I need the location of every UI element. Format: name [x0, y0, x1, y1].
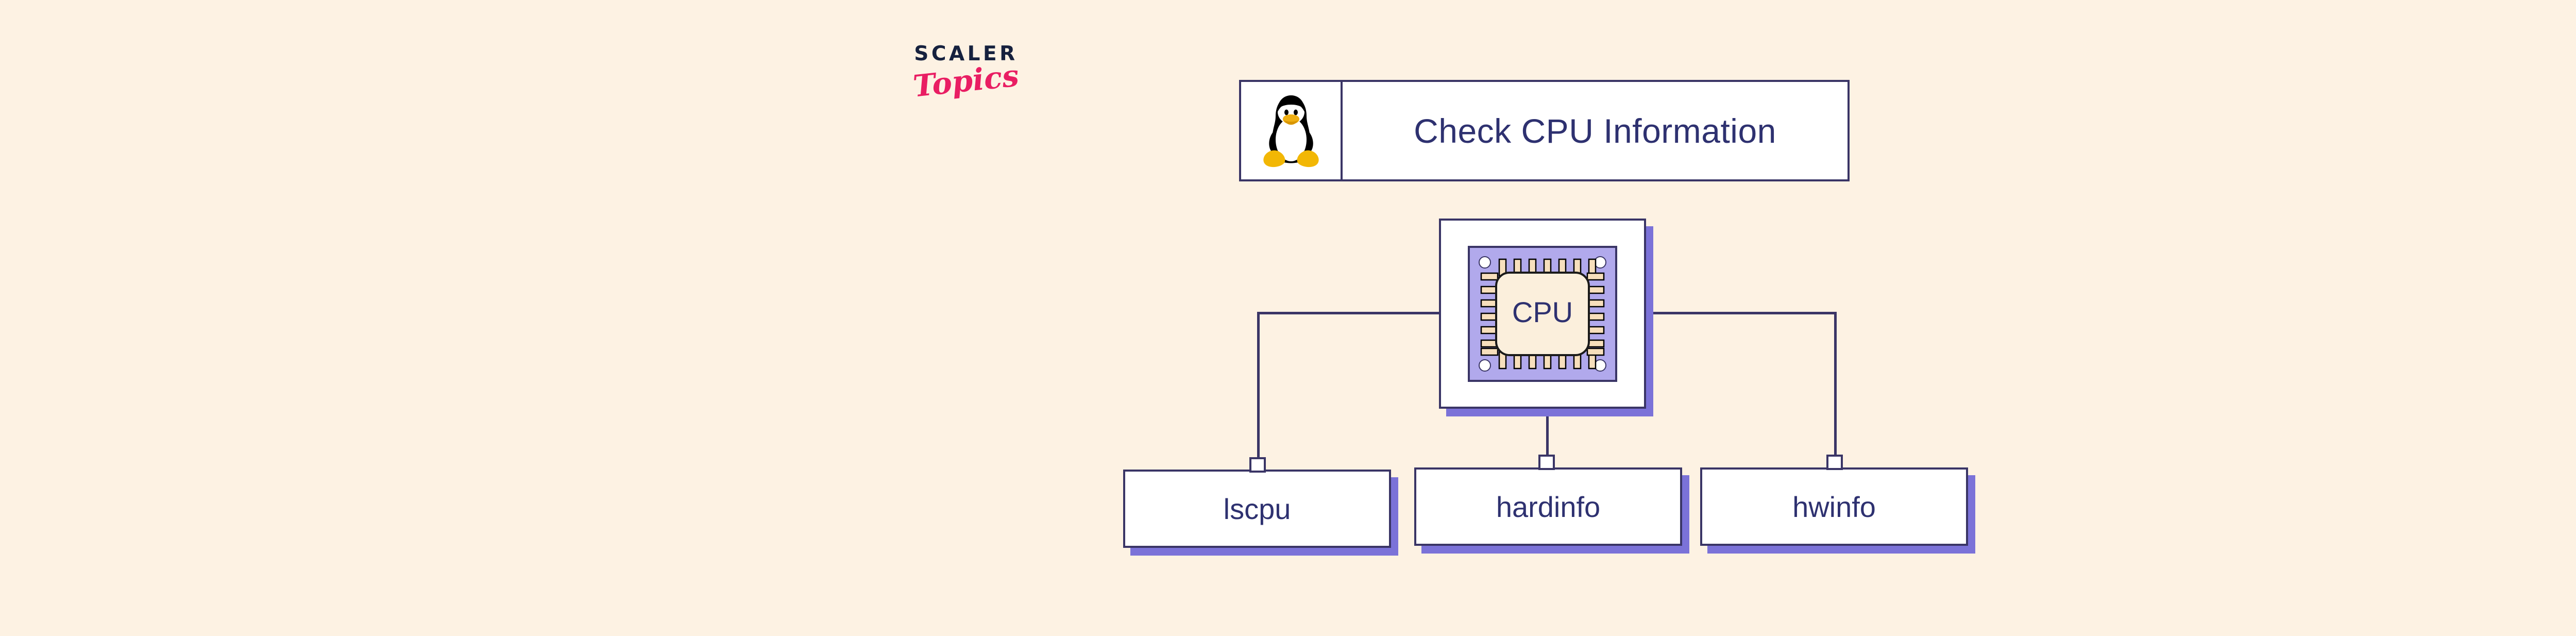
cpu-chip-wrap: CPU	[1439, 219, 1646, 409]
scaler-topics-logo: SCALER Topics	[899, 44, 1033, 116]
connector-tab-hardinfo	[1538, 455, 1555, 470]
cpu-node: CPU	[1439, 219, 1653, 416]
header-title-box: Check CPU Information	[1239, 80, 1850, 181]
connector-horizontal-right	[1643, 312, 1837, 314]
cpu-chip-icon: CPU	[1468, 245, 1617, 382]
leaf-box[interactable]: hardinfo	[1414, 467, 1682, 546]
leaf-node-hardinfo[interactable]: hardinfo	[1414, 467, 1689, 554]
connector-vertical-lscpu	[1257, 312, 1260, 457]
leaf-label-hwinfo: hwinfo	[1792, 490, 1876, 523]
connector-vertical-hardinfo	[1546, 409, 1549, 457]
logo-brand-text: SCALER	[914, 42, 1018, 65]
cpu-core-label: CPU	[1512, 296, 1573, 328]
leaf-box[interactable]: hwinfo	[1700, 467, 1968, 546]
leaf-box[interactable]: lscpu	[1123, 470, 1391, 548]
header-icon-cell	[1241, 82, 1343, 179]
linux-tux-penguin-icon	[1263, 95, 1319, 167]
logo-sub-text: Topics	[911, 58, 1021, 104]
connector-horizontal-left	[1257, 312, 1445, 314]
page-title: Check CPU Information	[1414, 111, 1776, 150]
header-title-cell: Check CPU Information	[1343, 82, 1848, 179]
connector-tab-hwinfo	[1826, 455, 1843, 470]
leaf-label-hardinfo: hardinfo	[1496, 490, 1601, 523]
leaf-node-lscpu[interactable]: lscpu	[1123, 470, 1398, 556]
connector-vertical-hwinfo	[1834, 312, 1837, 457]
leaf-label-lscpu: lscpu	[1223, 492, 1291, 525]
connector-tab-lscpu	[1249, 457, 1266, 473]
leaf-node-hwinfo[interactable]: hwinfo	[1700, 467, 1975, 554]
